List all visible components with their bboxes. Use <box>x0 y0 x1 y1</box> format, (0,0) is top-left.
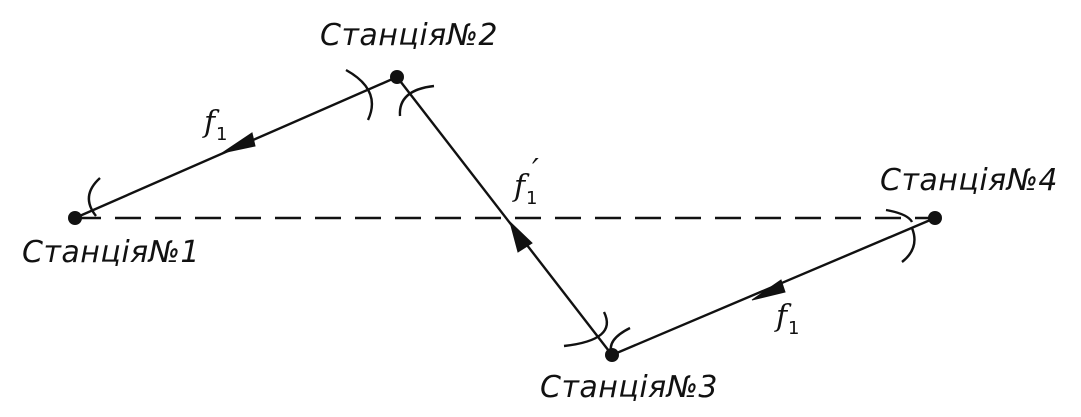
station-1-node <box>68 211 82 225</box>
antenna-arc-station-4-lower <box>901 227 916 263</box>
arrow-f1-lower <box>751 279 786 301</box>
antenna-arc-station-2-right <box>398 84 435 117</box>
arrow-f1-prime <box>509 220 533 253</box>
f1-prime-subscript: 1 <box>526 188 537 209</box>
f1-prime-mark: ′ <box>532 153 539 188</box>
arrow-f1-upper <box>221 132 256 154</box>
antenna-arc-station-3-left <box>563 311 609 348</box>
station-3-node <box>605 348 619 362</box>
station-1-label: Станція№1 <box>22 235 200 270</box>
station-2-node <box>390 70 404 84</box>
f1-lower-subscript: 1 <box>788 318 799 339</box>
antenna-arc-station-1 <box>87 177 101 217</box>
f1-upper-subscript: 1 <box>216 124 227 145</box>
station-3-label: Станція№3 <box>540 370 718 405</box>
antenna-arc-station-2-left <box>345 68 373 121</box>
station-2-label: Станція№2 <box>320 18 498 53</box>
antenna-arc-station-4-upper <box>885 208 914 223</box>
station-4-label: Станція№4 <box>880 163 1058 198</box>
link-station-3-to-2 <box>396 76 613 356</box>
station-4-node <box>928 211 942 225</box>
